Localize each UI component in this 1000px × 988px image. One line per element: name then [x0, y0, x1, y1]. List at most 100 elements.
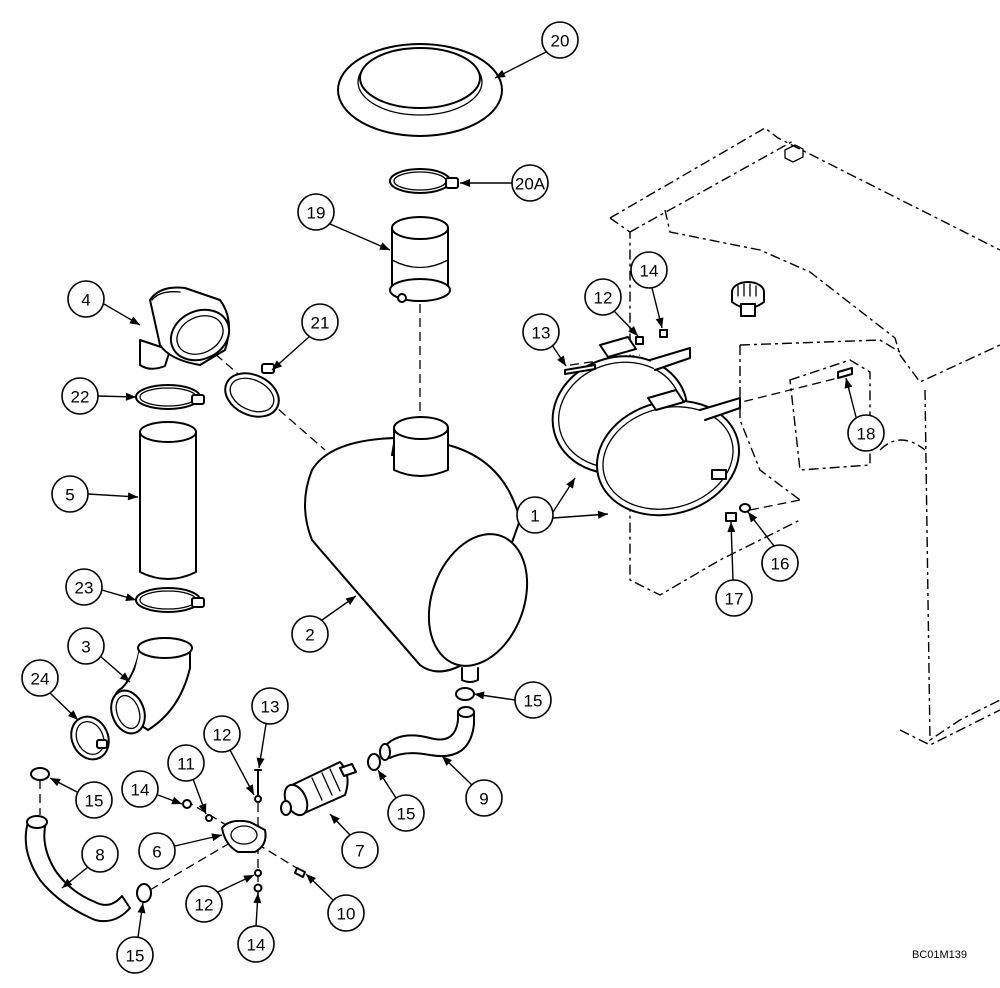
callout-precleaner: 19 — [297, 193, 391, 251]
callout-bubble — [67, 280, 105, 318]
machine-frame — [609, 127, 1000, 746]
callout-bubble — [465, 779, 503, 817]
callout-label: 16 — [771, 555, 790, 574]
callout-valve-bracket-screw: 10 — [305, 873, 365, 932]
callout-bubble — [65, 568, 103, 606]
callout-label: 22 — [71, 388, 90, 407]
callout-label: 6 — [152, 843, 161, 862]
outlet-elbow-icon — [110, 637, 193, 735]
leader-line — [329, 223, 391, 251]
callout-precleaner-cap: 20 — [494, 21, 579, 79]
callout-bubble — [584, 278, 622, 316]
leader-arrowhead — [597, 510, 608, 519]
callout-bubble — [121, 770, 159, 808]
callout-valve-clamp: 15 — [377, 769, 425, 832]
lower-tube-clamp-icon — [135, 587, 205, 613]
leader-arrowhead — [844, 378, 853, 389]
callout-label: 20A — [515, 175, 546, 194]
drain-hose-icon — [379, 706, 475, 761]
leader-arrowhead — [345, 596, 356, 606]
callout-label: 17 — [725, 590, 744, 609]
callout-valve-bracket-nut-upper: 14 — [121, 770, 183, 808]
callout-elbow-clamp: 21 — [271, 303, 339, 371]
mounting-bands-icon — [551, 336, 741, 517]
callout-bubble — [81, 835, 119, 873]
callout-label: 23 — [75, 579, 94, 598]
callout-bubble — [630, 251, 668, 289]
callout-bubble — [75, 781, 113, 819]
leader-arrowhead — [557, 355, 566, 366]
callout-label: 12 — [195, 896, 214, 915]
callout-label: 15 — [85, 792, 104, 811]
air-cleaner-housing-icon — [304, 416, 529, 683]
callout-bubble — [185, 885, 223, 923]
leader-arrowhead — [171, 796, 182, 805]
callout-bubble — [297, 193, 335, 231]
callout-bubble — [522, 313, 560, 351]
leader-arrowhead — [460, 179, 470, 187]
leader-arrowhead — [748, 512, 758, 523]
leader-arrowhead — [256, 757, 265, 768]
callout-label: 4 — [81, 291, 90, 310]
callout-valve-bracket-nut-lower: 14 — [237, 892, 275, 963]
callout-bubble — [516, 496, 554, 534]
callout-bubble — [167, 744, 205, 782]
callout-label: 18 — [857, 425, 876, 444]
upper-tube-clamp-icon — [135, 384, 205, 410]
callout-label: 19 — [307, 204, 326, 223]
leader-arrowhead — [198, 803, 207, 814]
callout-lower-hose-clamp-top: 15 — [49, 777, 113, 819]
callout-upper-tube-clamp: 22 — [61, 377, 137, 415]
callout-lower-hose-clamp-bottom: 15 — [116, 902, 154, 974]
callout-bubble — [341, 831, 379, 869]
hardware-items — [455, 329, 853, 701]
leader-arrowhead — [127, 492, 138, 501]
leader-arrowhead — [125, 593, 136, 602]
callout-frame-bolt: 18 — [844, 377, 885, 452]
filler-cap-icon — [731, 281, 765, 317]
callout-intake-tube: 5 — [51, 475, 139, 513]
callout-label: 3 — [81, 638, 90, 657]
leader-arrowhead — [62, 878, 73, 888]
callout-label: 15 — [524, 692, 543, 711]
callout-bubble — [21, 659, 59, 697]
precleaner-icon — [389, 216, 451, 303]
callout-valve-bracket-spacer: 11 — [167, 744, 207, 815]
leader-arrowhead — [566, 478, 575, 489]
callout-frame-washer: 16 — [747, 511, 799, 582]
leader-arrowhead — [125, 392, 136, 401]
drawing-reference-code: BC01M139 — [912, 949, 968, 961]
leader-arrowhead — [378, 770, 387, 781]
leader-arrowhead — [330, 814, 340, 824]
callout-bubble — [51, 475, 89, 513]
inlet-elbow-icon — [139, 286, 231, 370]
cap-clamp-icon — [389, 168, 459, 194]
callout-valve-bracket: 6 — [138, 832, 223, 870]
callout-bubble — [387, 794, 425, 832]
callout-label: 1 — [530, 507, 539, 526]
callout-bubble — [327, 894, 365, 932]
callout-bubble — [203, 715, 241, 753]
leader-arrowhead — [379, 242, 390, 250]
callout-bubble — [138, 832, 176, 870]
leader-arrowhead — [628, 326, 638, 336]
leader-arrowhead — [272, 360, 283, 370]
callout-label: 14 — [131, 781, 150, 800]
callout-bubble — [61, 377, 99, 415]
callout-drain-hose-clamp-upper: 15 — [473, 681, 552, 719]
callout-label: 15 — [397, 805, 416, 824]
valve-bracket-icon — [182, 769, 306, 893]
callout-bubble — [116, 936, 154, 974]
leader-arrowhead — [474, 691, 485, 700]
leader-arrowhead — [245, 784, 254, 795]
leader-arrowhead — [495, 69, 506, 78]
callout-drain-hose: 9 — [441, 755, 503, 817]
callout-band-bolt: 13 — [522, 313, 567, 367]
callout-air-cleaner-housing: 2 — [291, 595, 357, 653]
leader-arrowhead — [50, 778, 61, 787]
callouts: 2020A19421225233242113121418161715915713… — [21, 21, 885, 974]
callout-bubble — [514, 681, 552, 719]
callout-frame-nut: 17 — [715, 521, 753, 617]
